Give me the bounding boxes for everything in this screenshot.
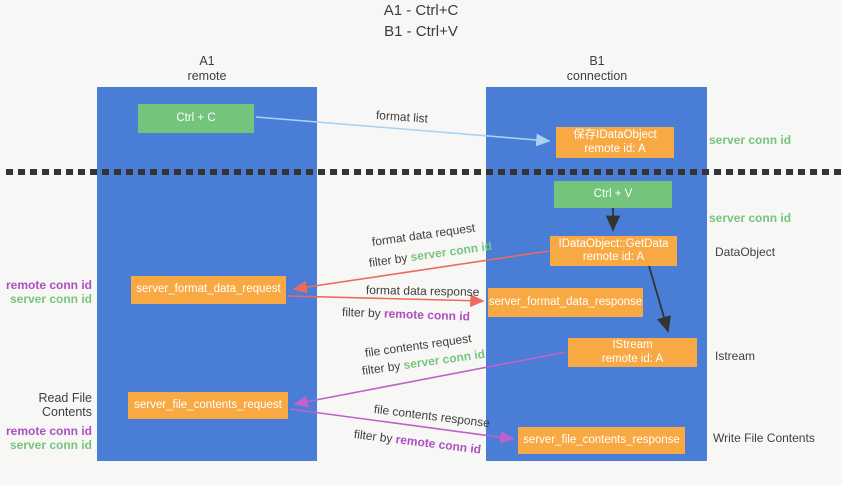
node-ctrl-v-label: Ctrl + V	[593, 187, 633, 200]
node-server-format-data-request: server_format_data_request	[131, 276, 286, 304]
node-server-file-contents-response-label: server_file_contents_response	[523, 433, 680, 446]
lifeline-header-b1: B1 connection	[537, 54, 657, 84]
node-istream: IStream remote id: A	[568, 338, 697, 367]
arrow-format-data-request	[292, 250, 550, 294]
node-istream-line2: remote id: A	[601, 352, 664, 365]
lifeline-header-a1: A1 remote	[147, 54, 267, 84]
node-server-format-data-response-label: server_format_data_response	[488, 295, 643, 308]
right-label-server-conn-id-2: server conn id	[709, 211, 792, 225]
node-ctrl-c: Ctrl + C	[138, 104, 254, 133]
title-line-a1: A1 - Ctrl+C	[383, 2, 459, 19]
node-server-file-contents-request-label: server_file_contents_request	[134, 398, 282, 411]
node-idataobject-getdata-line2: remote id: A	[582, 251, 645, 263]
node-istream-line1: IStream	[612, 339, 653, 351]
right-label-write-file-contents: Write File Contents	[713, 431, 815, 445]
flow-label-format-data-response: format data response	[365, 283, 480, 299]
node-server-file-contents-response: server_file_contents_response	[518, 427, 685, 454]
diagram-title: A1 - Ctrl+C B1 - Ctrl+V	[0, 0, 842, 42]
arrow-format-data-response	[287, 294, 485, 308]
node-save-idataobject-line1: 保存IDataObject	[573, 129, 657, 141]
arrow-file-contents-response	[289, 408, 515, 444]
filter-key-remote-conn-id: remote conn id	[383, 306, 471, 324]
node-idataobject-getdata: IDataObject::GetData remote id: A	[550, 236, 677, 266]
left-label-server-conn-id-1: server conn id	[9, 292, 92, 306]
arrow-getdata-to-istream	[648, 265, 671, 333]
left-label-remote-conn-id-1: remote conn id	[5, 278, 92, 292]
node-ctrl-v: Ctrl + V	[554, 181, 672, 208]
node-server-file-contents-request: server_file_contents_request	[128, 392, 288, 419]
node-ctrl-c-label: Ctrl + C	[176, 111, 216, 124]
filter-by-prefix: filter by	[341, 305, 385, 321]
left-label-remote-conn-id-2: remote conn id	[5, 424, 92, 438]
node-save-idataobject-line2: remote id: A	[584, 142, 646, 155]
arrow-file-contents-request	[293, 351, 567, 408]
node-server-format-data-response: server_format_data_response	[488, 288, 643, 317]
left-label-group-file: Read File Contents remote conn id server…	[0, 391, 92, 452]
node-idataobject-getdata-line1: IDataObject::GetData	[558, 237, 669, 250]
arrow-format-list	[255, 116, 551, 147]
lifeline-a1-name: A1	[199, 54, 215, 68]
right-label-dataobject: DataObject	[715, 245, 776, 259]
title-line-b1: B1 - Ctrl+V	[384, 23, 458, 40]
left-label-read-file-contents: Read File Contents	[38, 391, 93, 419]
node-save-idataobject: 保存IDataObject remote id: A	[556, 127, 674, 158]
node-server-format-data-request-label: server_format_data_request	[136, 283, 281, 296]
left-label-server-conn-id-2: server conn id	[9, 438, 92, 452]
lifeline-a1-role: remote	[187, 69, 227, 83]
lifeline-b1-name: B1	[589, 54, 605, 68]
right-label-istream: Istream	[715, 349, 756, 363]
lifeline-b1-role: connection	[566, 69, 628, 83]
phase-separator-dashed-line	[6, 169, 842, 175]
right-label-server-conn-id-1: server conn id	[709, 133, 792, 147]
left-label-group-format: remote conn id server conn id	[0, 278, 92, 306]
